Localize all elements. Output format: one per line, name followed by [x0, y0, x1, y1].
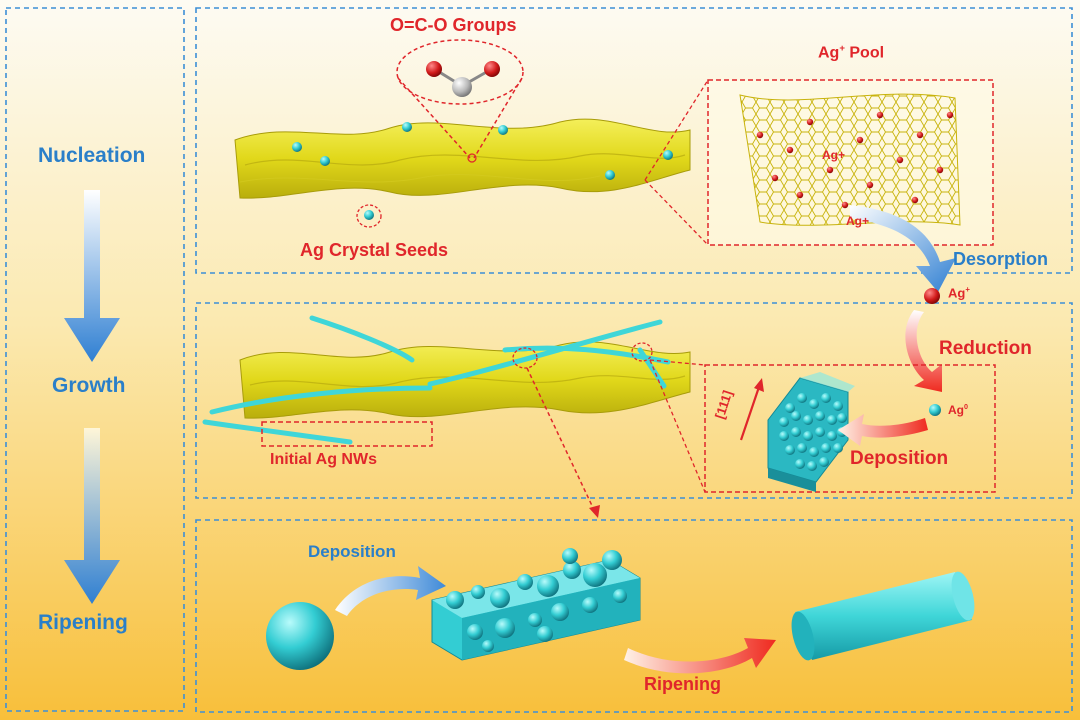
desorption-label: Desorption [953, 249, 1049, 269]
stage-ripening: Ripening [38, 611, 128, 634]
pool-ion-label-1: Ag+ [822, 148, 846, 162]
ag-pool-label: Ag+ Pool [818, 43, 885, 62]
rough-nanorod [431, 548, 641, 661]
ag-ion-label: Ag+ [948, 285, 970, 301]
deposition-arrow-bottom [335, 566, 446, 616]
reduction-arrow [905, 310, 942, 392]
initial-ag-nws-label: Initial Ag NWs [270, 451, 377, 468]
pool-ion-label-2: Ag+ [846, 214, 870, 228]
crystal-box [649, 359, 996, 493]
reduction-label: Reduction [939, 338, 1032, 359]
oco-groups-label: O=C-O Groups [390, 15, 517, 35]
initial-nanowires [202, 315, 671, 445]
arrow-nucleation-growth [64, 190, 120, 362]
graphene-sheet-middle [239, 341, 691, 419]
deposition-label-middle: Deposition [850, 448, 949, 469]
initial-nws-box [261, 421, 433, 447]
deposition-label-bottom: Deposition [308, 542, 396, 561]
ripening-label-bottom: Ripening [644, 674, 721, 694]
ag-ion [924, 288, 940, 304]
oco-group-callout [396, 39, 524, 163]
stage-growth: Growth [52, 374, 126, 397]
smooth-nanowire [791, 571, 975, 661]
ag-particle [266, 602, 334, 670]
arrow-growth-ripening [64, 428, 120, 604]
graphene-sheet-top [234, 118, 691, 199]
ag-crystal-seeds-label: Ag Crystal Seeds [300, 240, 449, 260]
ag-atom-label: Ag0 [948, 402, 968, 417]
ripening-arrow [624, 638, 776, 674]
desorption-arrow [850, 205, 956, 292]
stage-nucleation: Nucleation [38, 144, 146, 167]
seeds-top [292, 122, 673, 228]
ag-atom [929, 404, 941, 416]
ag-pool-box [644, 79, 994, 246]
